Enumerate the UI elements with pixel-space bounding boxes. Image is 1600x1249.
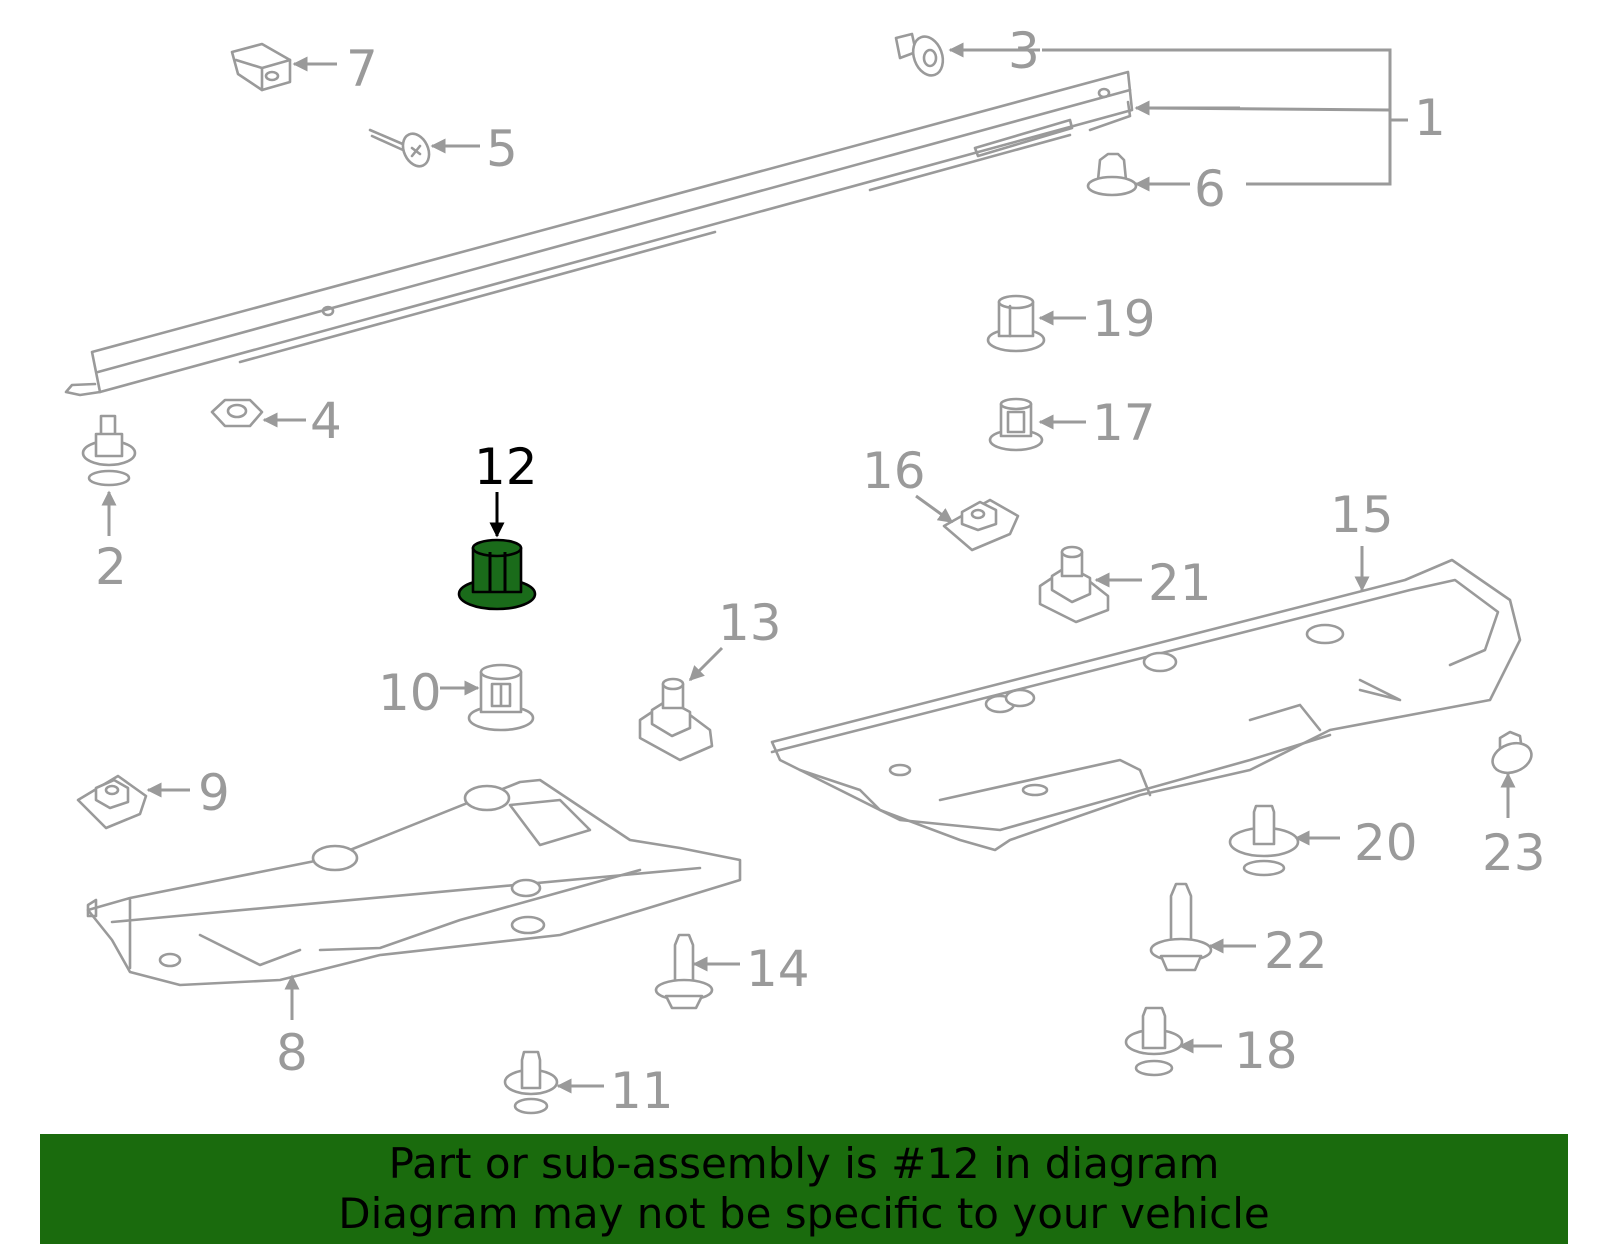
push-clip-part-20 xyxy=(1228,804,1300,877)
push-clip-part-11 xyxy=(503,1050,559,1115)
callout-13: 13 xyxy=(718,594,782,652)
callout-11: 11 xyxy=(610,1062,674,1120)
callout-4: 4 xyxy=(310,392,342,450)
callout-16: 16 xyxy=(862,442,926,500)
clip-bracket-part-21 xyxy=(1038,545,1110,624)
callout-18: 18 xyxy=(1234,1022,1298,1080)
grommet-part-19 xyxy=(986,294,1046,353)
nut-clip-part-7 xyxy=(230,42,292,92)
push-clip-part-18 xyxy=(1124,1006,1184,1077)
push-pin-part-3 xyxy=(894,32,945,77)
callout-12-selected[interactable]: 12 xyxy=(474,438,538,496)
banner-line-disclaimer: Diagram may not be specific to your vehi… xyxy=(338,1189,1270,1238)
banner-line-part: Part or sub-assembly is #12 in diagram xyxy=(388,1139,1220,1188)
callout-19: 19 xyxy=(1092,290,1156,348)
callout-1: 1 xyxy=(1414,89,1446,147)
bolt-part-14 xyxy=(654,933,714,1010)
callout-23: 23 xyxy=(1482,824,1546,882)
callout-20: 20 xyxy=(1354,814,1418,872)
info-banner: Part or sub-assembly is #12 in diagram D… xyxy=(40,1134,1568,1244)
callout-labels: 1 2 3 4 5 6 7 8 9 10 11 12 13 14 15 16 1… xyxy=(95,22,1546,1120)
callout-10: 10 xyxy=(378,664,442,722)
nut-clip-part-16 xyxy=(942,498,1020,552)
callout-17: 17 xyxy=(1092,394,1156,452)
callout-3: 3 xyxy=(1008,22,1040,80)
grommet-part-12-selected[interactable] xyxy=(457,538,537,611)
nut-clip-part-9 xyxy=(76,774,148,830)
clip-part-6 xyxy=(1086,152,1138,197)
callout-5: 5 xyxy=(486,120,518,178)
clip-bracket-part-13 xyxy=(638,677,714,762)
callout-22: 22 xyxy=(1264,922,1328,980)
callout-7: 7 xyxy=(346,40,378,98)
clip-part-2 xyxy=(81,414,137,487)
callout-15: 15 xyxy=(1330,486,1394,544)
callout-14: 14 xyxy=(746,940,810,998)
callout-8: 8 xyxy=(276,1024,308,1082)
bolt-part-22 xyxy=(1149,882,1213,972)
callout-9: 9 xyxy=(198,764,230,822)
nut-part-4 xyxy=(210,398,264,428)
callout-6: 6 xyxy=(1194,160,1226,218)
under-cover-part-15 xyxy=(770,558,1522,852)
grommet-part-17 xyxy=(988,397,1044,452)
clip-part-23 xyxy=(1491,730,1533,775)
parts-diagram: 1 2 3 4 5 6 7 8 9 10 11 12 13 14 15 16 1… xyxy=(64,22,1546,1120)
leader-lines xyxy=(101,42,1516,1094)
grommet-part-10 xyxy=(467,663,535,732)
callout-21: 21 xyxy=(1148,554,1212,612)
screw-part-5 xyxy=(368,128,431,168)
callout-2: 2 xyxy=(95,538,127,596)
under-cover-part-8 xyxy=(86,778,742,987)
rocker-molding-part-1 xyxy=(64,70,1134,397)
